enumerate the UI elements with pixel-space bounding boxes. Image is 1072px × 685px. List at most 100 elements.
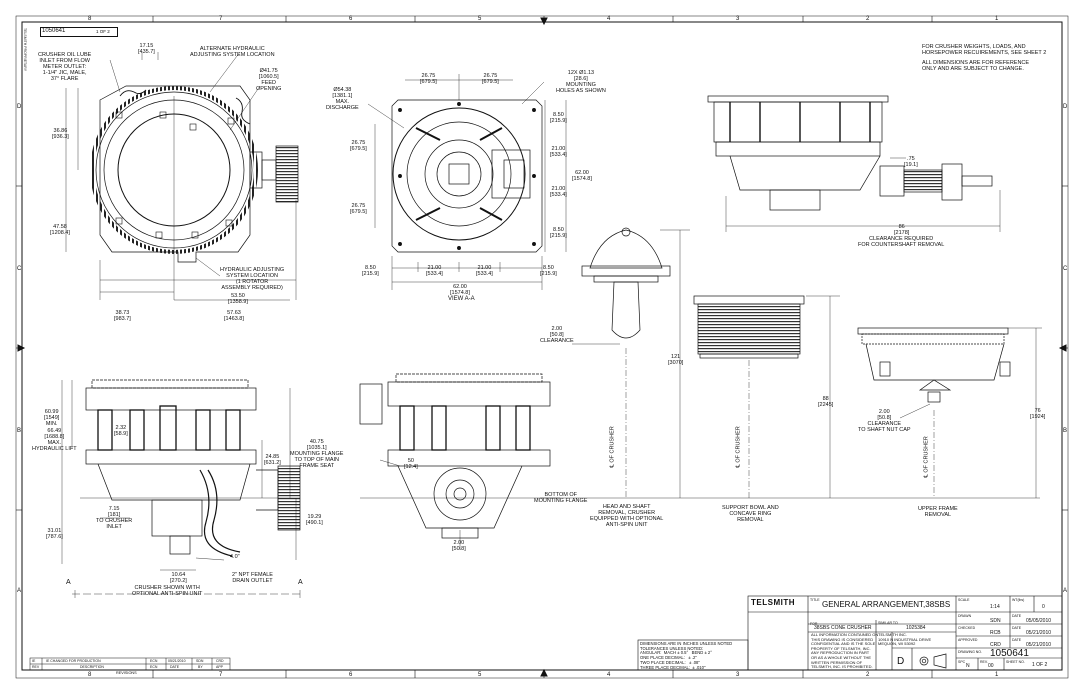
zone-bottom-2: 2 (866, 672, 870, 678)
company-address: TELSMITH INC. 10910 N INDUSTRIAL DRIVE M… (878, 632, 932, 647)
dim-050: 50 [12.4] (404, 458, 418, 470)
caption-upper-frame: UPPER FRAME REMOVAL (918, 506, 958, 518)
view-aa-drawing (391, 99, 543, 253)
checked-label: CHECKED (958, 626, 976, 630)
top-view-drawing (90, 85, 299, 263)
dim-elev2-200: 2.00 [50.8] (452, 540, 466, 552)
drawn-date-label: DATE (1012, 614, 1022, 618)
sheet-border (15, 15, 1069, 679)
zone-top-6: 6 (349, 16, 353, 22)
label-head-centerline: ℄ OF CRUSHER (609, 426, 616, 468)
rev-row-label-desc: DESCRIPTION (80, 665, 104, 669)
revisions-lines (29, 657, 231, 671)
drawn-date: 05/05/2010 (1026, 618, 1052, 624)
zone-left-a: A (17, 588, 22, 594)
note-reference: ALL DIMENSIONS ARE FOR REFERENCE ONLY AN… (922, 60, 1030, 72)
dim-2485: 24.85 [631.2] (264, 454, 281, 466)
view-aa-dimensions (367, 74, 567, 290)
dim-76: 76 [1924] (1030, 408, 1046, 420)
sheet-value: 1 OF 2 (1032, 662, 1048, 668)
zone-right-b: B (1063, 428, 1068, 434)
rev-col-date: DATE (170, 665, 180, 669)
label-lube-inlet: CRUSHER OIL LUBE INLET FROM FLOW METER O… (38, 52, 92, 82)
zone-top-4: 4 (607, 16, 611, 22)
drawing-number-label: DRAWING NO. (958, 650, 982, 654)
dim-6099: 60.99 [1549] MIN. (44, 409, 60, 427)
zone-bottom-4: 4 (607, 672, 611, 678)
drawing-title: GENERAL ARRANGEMENT,38SBS (822, 600, 951, 609)
rev-header-changed: IE CHANGED FOR PRODUCTION (46, 659, 101, 663)
caption-anti-spin: CRUSHER SHOWN WITH OPTIONAL ANTI-SPIN UN… (132, 585, 203, 597)
upper-frame-drawing (857, 327, 1011, 403)
label-hydraulic-location: HYDRAULIC ADJUSTING SYSTEM LOCATION (1 R… (220, 267, 285, 291)
sheet-label: SHEET NO. (1006, 660, 1025, 664)
label-bottom-flange: BOTTOM OF MOUNTING FLANGE (534, 492, 588, 504)
rev-col-by: BY (198, 665, 203, 669)
dim-aa-right-850a: 8.50 [215.9] (550, 112, 567, 124)
approved-date-label: DATE (1012, 638, 1022, 642)
zone-bottom-7: 7 (219, 672, 223, 678)
bowl-drawing (693, 295, 805, 359)
dim-4075: 40.75 [1035.1] MOUNTING FLANGE TO TOP OF… (290, 439, 344, 469)
checked-value: RCB (990, 630, 1001, 636)
rev-header-ie: IE (32, 659, 36, 663)
dim-aa-right-2100b: 21.00 [533.4] (550, 186, 567, 198)
rev-date: 05/21/2010 (168, 659, 186, 663)
label-view-aa: VIEW A-A (448, 296, 475, 302)
rev-row-label-rev: REV (32, 665, 40, 669)
approved-label: APPROVED (958, 638, 978, 642)
caption-bowl: SUPPORT BOWL AND CONCAVE RING REMOVAL (722, 505, 779, 523)
dim-3873: 38.73 [983.7] (114, 310, 131, 322)
sheet-size: D (897, 656, 905, 667)
bowl-dimensions (748, 295, 840, 498)
dim-aa-bottom-850b: 8.50 [215.9] (540, 265, 557, 277)
label-upper-centerline: ℄ OF CRUSHER (923, 436, 930, 478)
zone-bottom-6: 6 (349, 672, 353, 678)
side-stamp: TELSMITH PROPRIETARY (23, 28, 27, 72)
head-shaft-dimensions (540, 229, 1040, 499)
label-max-discharge: Ø54.38 [1381.1] MAX. DISCHARGE (326, 87, 359, 111)
zone-left-d: D (17, 104, 22, 110)
dim-aa-right-850b: 8.50 [215.9] (550, 227, 567, 239)
dim-aa-top-right: 26.75 [679.5] (482, 73, 499, 85)
dim-aa-bottom-850a: 8.50 [215.9] (362, 265, 379, 277)
label-feed-opening: Ø41.75 [1060.5] FEED OPENING (256, 68, 282, 92)
dim-86: 86 [2178] (894, 224, 910, 236)
dim-1715: 17.15 [435.7] (138, 43, 155, 55)
note-weights: FOR CRUSHER WEIGHTS, LOADS, AND HORSEPOW… (922, 44, 1047, 56)
confidential-notice: ALL INFORMATION CONTAINED ON THIS DRAWIN… (811, 632, 879, 670)
rev-value: 00 (988, 663, 994, 669)
side-top-dimensions (725, 157, 1001, 232)
rev-col-ecn: ECN (150, 665, 158, 669)
top-dwg-number: 1050641 (42, 28, 66, 34)
dim-aa-top-left: 26.75 [679.5] (420, 73, 437, 85)
weight-value: 0 (1042, 604, 1045, 610)
dim-232: 2.32 [58.9] (114, 425, 128, 437)
label-alt-hydraulic: ALTERNATE HYDRAULIC ADJUSTING SYSTEM LOC… (190, 46, 275, 58)
rev-app: CRD (216, 659, 224, 663)
label-bowl-centerline: ℄ OF CRUSHER (735, 426, 742, 468)
zone-right-d: D (1063, 104, 1068, 110)
checked-date: 05/21/2010 (1026, 630, 1052, 636)
zone-top-8: 8 (88, 16, 92, 22)
revisions-title: REVISIONS (116, 671, 137, 675)
top-dwg-box (40, 27, 118, 37)
top-dwg-sheet: 1 OF 2 (96, 28, 110, 34)
dim-aa-bottom-2100a: 21.00 [533.4] (426, 265, 443, 277)
drawing-number: 1050641 (990, 648, 1029, 659)
scale-label: SCALE (958, 598, 970, 602)
side-top-drawing (707, 95, 993, 211)
dim-head-clearance: 2.00 [50.8] CLEARANCE (540, 326, 574, 344)
similar-label: SIMILAR TO (878, 621, 898, 625)
similar-value: 1025384 (906, 625, 926, 631)
dim-aa-bottom-2100b: 21.00 [533.4] (476, 265, 493, 277)
tolerances-block: DIMENSIONS ARE IN INCHES UNLESS NOTED TO… (640, 641, 733, 670)
dim-aa-right-6200: 62.00 [1574.8] (572, 170, 592, 182)
dim-6649: 66.49 [1688.8] MAX. HYDRAULIC LIFT (32, 428, 77, 452)
upper-frame-dimensions (899, 327, 1042, 498)
for-label: FOR (810, 622, 818, 626)
rev-col-app: APP (216, 665, 224, 669)
rev-header-ecn: ECN (150, 659, 158, 663)
rev-by: SDN (196, 659, 204, 663)
